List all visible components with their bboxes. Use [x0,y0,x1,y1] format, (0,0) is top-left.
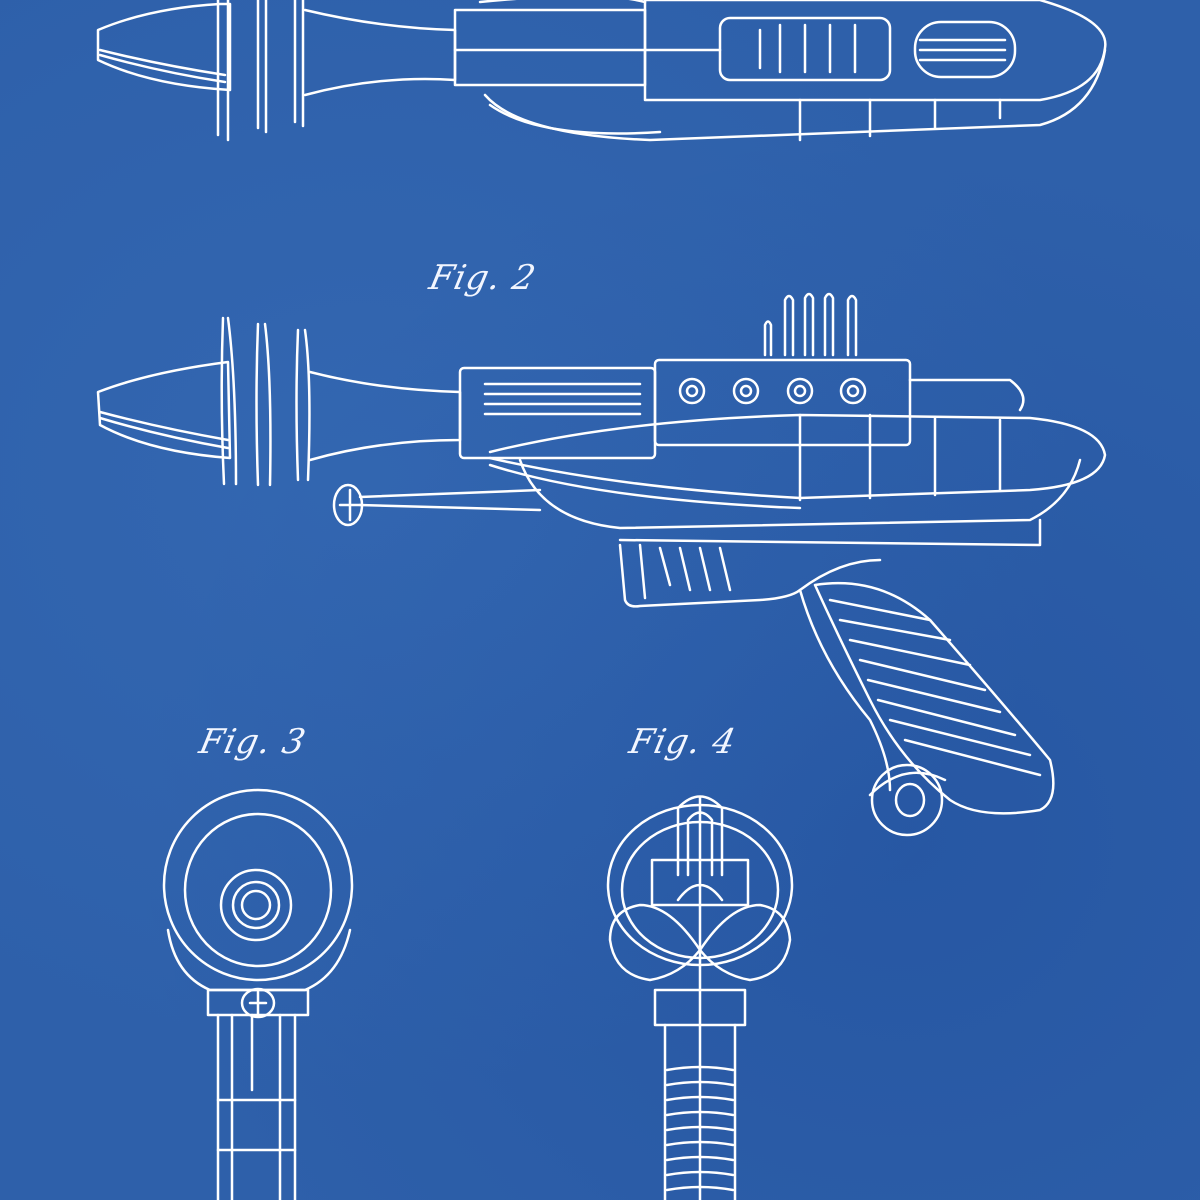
figure-2-side-view [98,294,1105,835]
figure-4-rear-view [608,797,792,1200]
figure-3-front-view [164,790,352,1200]
figure-1-top-view [98,0,1105,140]
